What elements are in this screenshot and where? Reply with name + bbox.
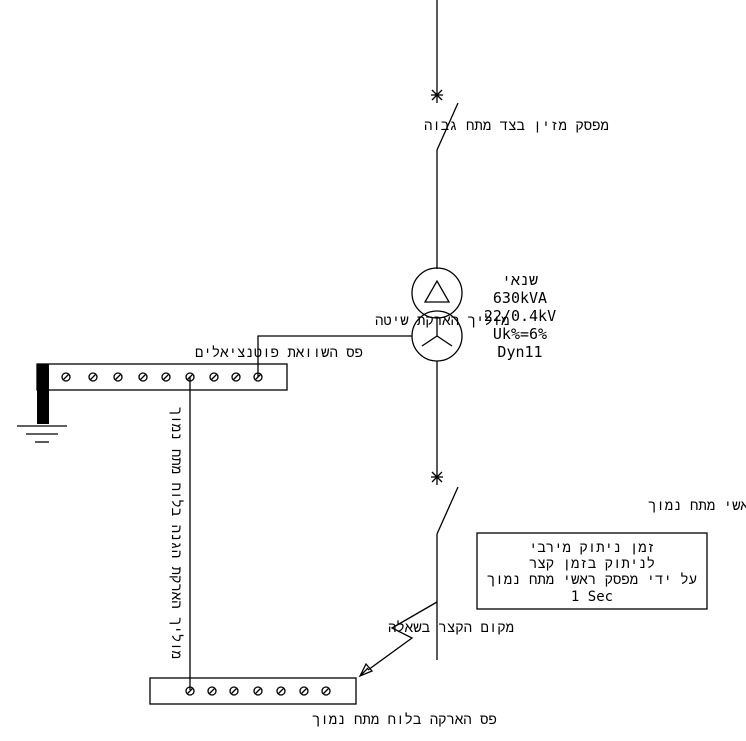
- lv-breaker-blade: [436, 486, 459, 535]
- system-ground-conductor-label: מוליך הארקת שיטה: [375, 313, 509, 329]
- lv-ground-bar-terminals: [185, 686, 331, 696]
- info-box-line4: 1 Sec: [571, 589, 613, 605]
- transformer-uk-label: Uk%=6%: [493, 325, 547, 343]
- hv-breaker-label: מפסק מזין בצד מתח גבוה: [424, 118, 609, 134]
- lv-main-breaker-label: מפסק ראשי מתח נמוך: [648, 498, 746, 514]
- transformer-name-label: שנאי: [502, 271, 538, 289]
- info-box-line1: זמן ניתוק מירבי: [529, 540, 655, 556]
- hv-breaker-blade: [436, 102, 459, 151]
- hv-breaker-mark: [431, 89, 443, 101]
- transformer-power-label: 630kVA: [493, 289, 547, 307]
- fault-location-label: מקום הקצר בשאלה: [388, 620, 514, 636]
- earth-ground-symbol: [17, 364, 67, 443]
- info-box: [476, 532, 708, 610]
- fault-arrow: [358, 601, 438, 678]
- transformer-vector-label: Dyn11: [497, 343, 542, 361]
- protective-ground-conductor-label: מוליך הארקת הגנה בלוח מתח נמוך: [168, 407, 184, 659]
- lv-breaker-mark: [431, 471, 443, 483]
- lv-ground-bar: [149, 677, 357, 705]
- info-box-line3: על ידי מפסק ראשי מתח נמוך: [487, 572, 697, 588]
- info-box-line2: לניתוק בזמן קצר: [529, 556, 655, 572]
- system-ground-conductor: [257, 335, 412, 377]
- lv-ground-bar-label: פס הארקה בלוח מתח נמוך: [312, 712, 497, 728]
- equipotential-bar-label: פס השוואת פוטנציאלים: [195, 345, 363, 361]
- transformer-voltage-label: 22/0.4kV: [484, 307, 556, 325]
- equipotential-bar-terminals: [61, 372, 263, 382]
